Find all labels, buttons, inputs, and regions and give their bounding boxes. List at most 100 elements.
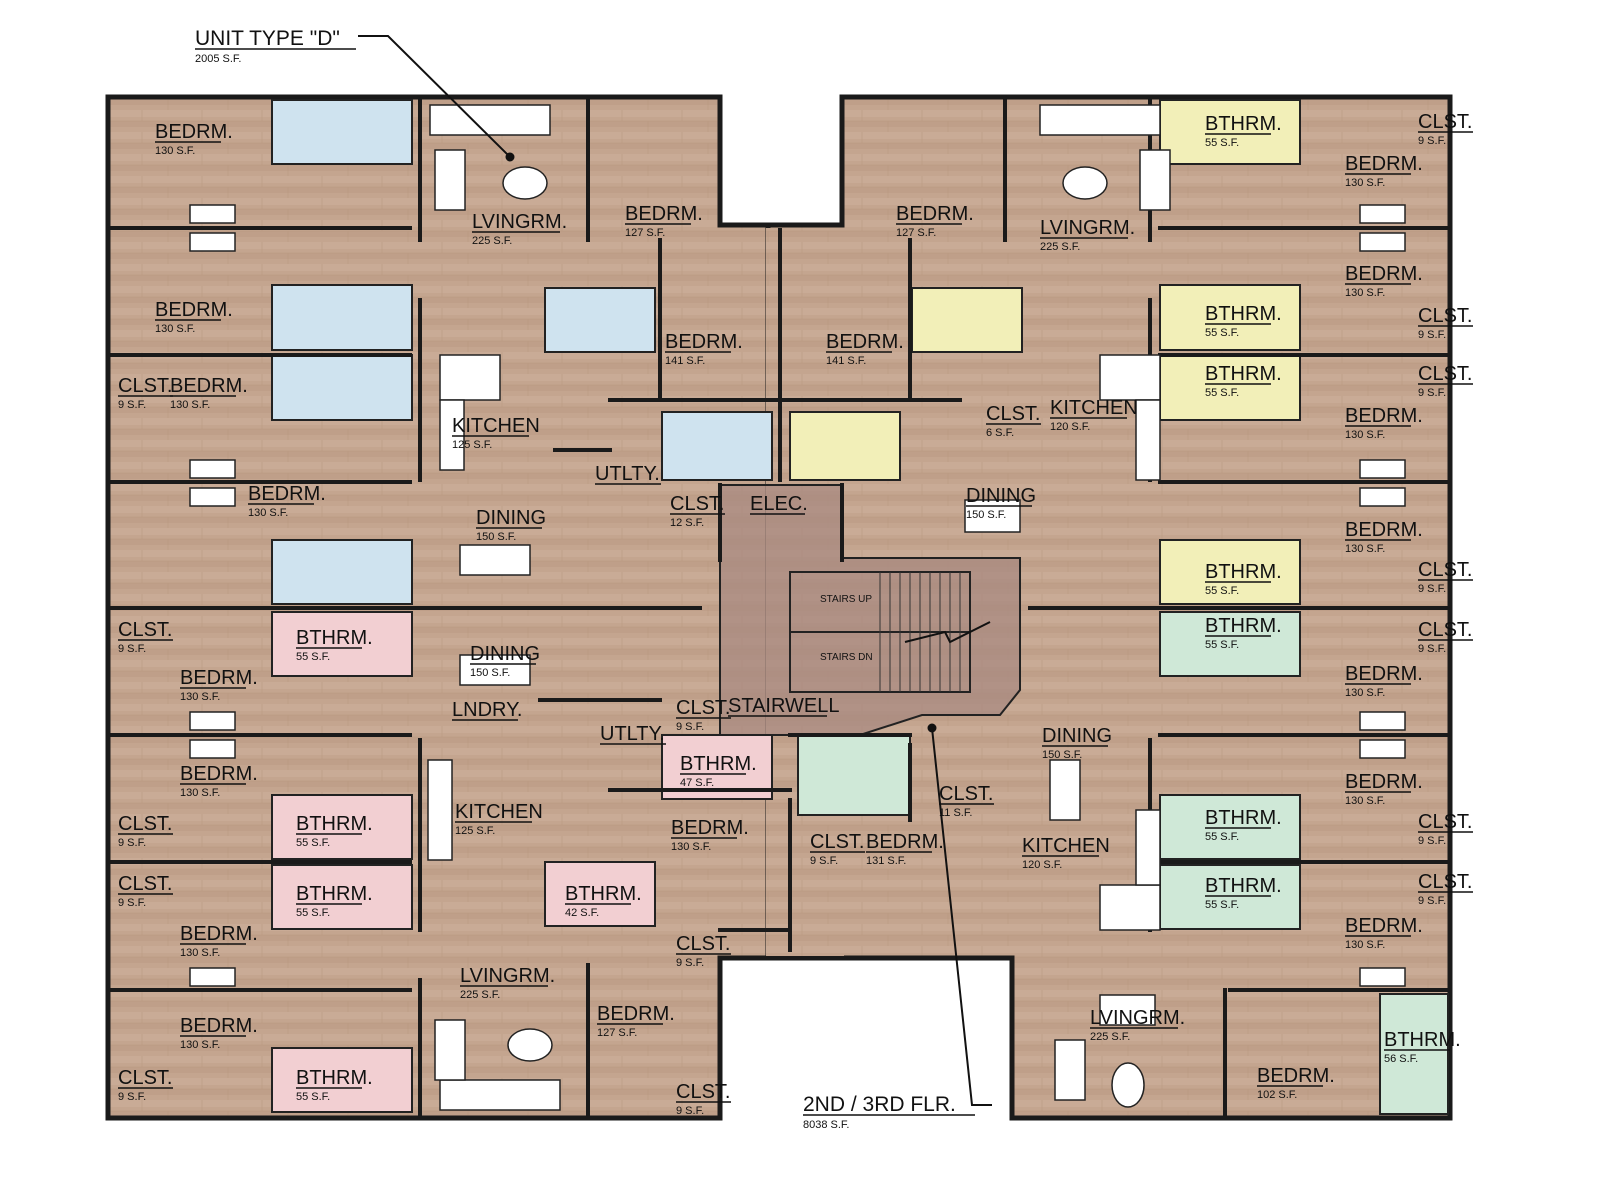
room-label: BTHRM.56 S.F. xyxy=(1384,1029,1461,1065)
room-label: UTLTY. xyxy=(595,463,661,485)
room-name: CLST. xyxy=(670,493,724,515)
bed xyxy=(1359,739,1406,759)
room-area: 130 S.F. xyxy=(180,947,220,959)
coffee-table xyxy=(1062,166,1108,200)
room-label: BEDRM.130 S.F. xyxy=(1345,771,1423,807)
kitchen-counter xyxy=(427,759,453,861)
room-name: CLST. xyxy=(986,403,1040,425)
room-label: BTHRM.55 S.F. xyxy=(1205,363,1282,399)
bath-yellow xyxy=(1159,284,1301,351)
room-label: CLST. 6 S.F. xyxy=(986,403,1041,439)
stair-labels: STAIRS UP STAIRS DN xyxy=(820,594,873,663)
room-label: CLST.12 S.F. xyxy=(670,493,725,529)
bed xyxy=(1359,967,1406,987)
room-label: BEDRM. 127 S.F. xyxy=(597,1003,675,1039)
room-area: 9 S.F. xyxy=(1418,835,1446,847)
room-label: BEDRM.130 S.F. xyxy=(1345,153,1423,189)
sofa xyxy=(429,104,551,136)
bath-yellow xyxy=(1159,354,1301,421)
room-area: 9 S.F. xyxy=(118,897,146,909)
room-label: BTHRM.55 S.F. xyxy=(296,883,373,919)
room-area: 11 S.F. xyxy=(939,807,972,819)
bed xyxy=(189,459,236,479)
sofa xyxy=(434,149,466,211)
room-name: BEDRM. xyxy=(625,203,703,225)
bath-green xyxy=(1159,611,1301,677)
room-label: LVINGRM. 225 S.F. xyxy=(460,965,555,1001)
kitchen-counter xyxy=(1135,399,1161,481)
room-label: BTHRM.47 S.F. xyxy=(680,753,757,789)
room-area: 127 S.F. xyxy=(597,1027,637,1039)
room-area: 6 S.F. xyxy=(986,427,1014,439)
room-area: 125 S.F. xyxy=(455,825,495,837)
room-name: BEDRM. xyxy=(665,331,743,353)
room-name: BEDRM. xyxy=(1345,405,1423,427)
room-label: CLST.9 S.F. xyxy=(1418,871,1473,907)
room-name: KITCHEN xyxy=(452,415,540,437)
furniture xyxy=(189,104,1406,1111)
room-label: BTHRM.55 S.F. xyxy=(1205,807,1282,843)
room-name: CLST. xyxy=(118,813,172,835)
room-label: BTHRM.55 S.F. xyxy=(1205,113,1282,149)
unit-type-area: 2005 S.F. xyxy=(195,53,241,65)
room-area: 141 S.F. xyxy=(665,355,705,367)
room-area: 120 S.F. xyxy=(1022,859,1062,871)
room-area: 9 S.F. xyxy=(118,1091,146,1103)
room-name: LVINGRM. xyxy=(1040,217,1135,239)
room-area: 130 S.F. xyxy=(1345,687,1385,699)
room-label: LNDRY. xyxy=(452,699,522,721)
room-area: 55 S.F. xyxy=(1205,639,1239,651)
bath-yellow xyxy=(911,287,1023,353)
room-name: KITCHEN xyxy=(455,801,543,823)
bath-pink xyxy=(271,794,413,860)
room-name: CLST. xyxy=(118,375,172,397)
floor-leader-dot xyxy=(927,723,937,733)
room-area: 9 S.F. xyxy=(1418,387,1446,399)
bed xyxy=(1359,459,1406,479)
sofa xyxy=(439,1079,561,1111)
room-area: 55 S.F. xyxy=(1205,327,1239,339)
room-area: 9 S.F. xyxy=(1418,643,1446,655)
sofa xyxy=(1039,104,1161,136)
room-name: CLST. xyxy=(1418,305,1472,327)
room-area: 56 S.F. xyxy=(1384,1053,1418,1065)
room-label: CLST.9 S.F. xyxy=(1418,363,1473,399)
dining-table xyxy=(459,544,531,576)
room-label: UTLTY. xyxy=(600,723,666,745)
bath-yellow xyxy=(789,411,901,481)
floor-leader xyxy=(931,727,992,1106)
sofa xyxy=(1099,994,1156,1026)
room-area: 130 S.F. xyxy=(248,507,288,519)
room-name: BTHRM. xyxy=(1205,875,1282,897)
room-area: 130 S.F. xyxy=(671,841,711,853)
bed xyxy=(189,204,236,224)
room-name: CLST. xyxy=(118,619,172,641)
room-name: BTHRM. xyxy=(296,627,373,649)
room-area: 130 S.F. xyxy=(1345,429,1385,441)
bed xyxy=(189,232,236,252)
room-area: 9 S.F. xyxy=(1418,135,1446,147)
bed xyxy=(189,711,236,731)
room-name: BEDRM. xyxy=(248,483,326,505)
room-name: DINING xyxy=(1042,725,1112,747)
room-name: BEDRM. xyxy=(896,203,974,225)
room-name: BEDRM. xyxy=(671,817,749,839)
room-name: BTHRM. xyxy=(1205,303,1282,325)
room-label: BEDRM.130 S.F. xyxy=(1345,263,1423,299)
room-name: KITCHEN xyxy=(1050,397,1138,419)
room-area: 225 S.F. xyxy=(460,989,500,1001)
room-name: CLST. xyxy=(1418,559,1472,581)
room-area: 55 S.F. xyxy=(1205,137,1239,149)
room-area: 55 S.F. xyxy=(296,907,330,919)
bath-pink xyxy=(271,1047,413,1113)
bath-blue xyxy=(271,99,413,165)
room-name: BEDRM. xyxy=(597,1003,675,1025)
bed xyxy=(189,487,236,507)
room-name: LVINGRM. xyxy=(460,965,555,987)
stairs-dn-label: STAIRS DN xyxy=(820,652,873,663)
kitchen-counter xyxy=(1135,809,1161,886)
